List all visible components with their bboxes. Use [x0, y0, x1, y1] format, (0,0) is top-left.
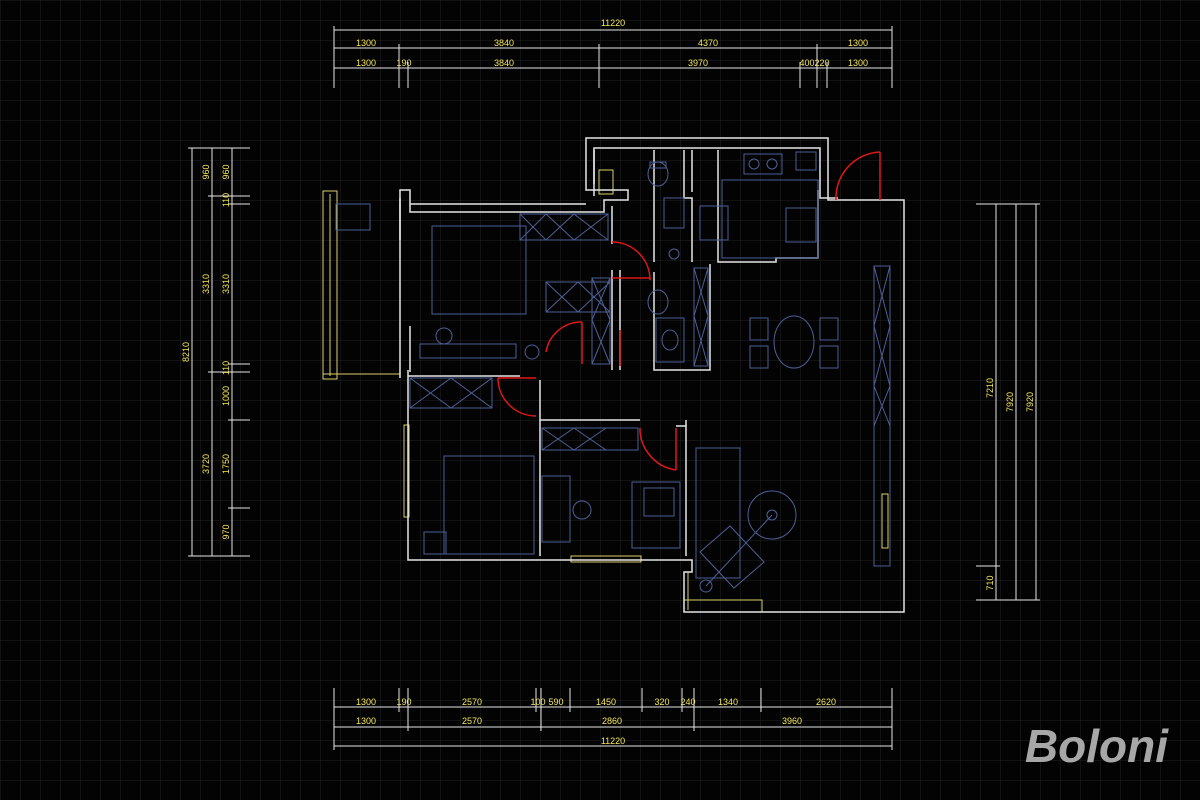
sink — [661, 329, 679, 351]
bed-second — [443, 455, 535, 555]
left-dimensions — [188, 147, 250, 557]
tv-wall-cabinet — [873, 265, 891, 567]
dining-chair — [749, 317, 769, 341]
dining-table — [773, 315, 815, 369]
bottom-dim-label: 1450 — [596, 697, 616, 707]
entry-door-swing — [835, 151, 881, 201]
toilet — [647, 289, 669, 315]
door-swing — [545, 321, 583, 353]
desk — [335, 203, 371, 231]
armchair-seat — [643, 487, 675, 517]
bottom-dim-label: 1340 — [718, 697, 738, 707]
left-total-label: 8210 — [181, 342, 191, 362]
tv-cabinet — [419, 343, 517, 359]
left-dim-label: 3310 — [201, 274, 211, 294]
left-dim-label: 960 — [221, 164, 231, 179]
dining-chair — [819, 317, 839, 341]
kitchen-sink — [785, 207, 817, 243]
bottom-dimensions — [333, 688, 893, 750]
doors — [497, 151, 881, 471]
wardrobe — [519, 213, 609, 241]
top-dim-label: 400 — [799, 58, 814, 68]
brand-watermark: Boloni — [1025, 720, 1169, 772]
nightstand — [423, 531, 447, 555]
bottom-dim-label: 3960 — [782, 716, 802, 726]
bottom-total-label: 11220 — [601, 736, 625, 746]
top-dim-label: 3840 — [494, 38, 514, 48]
bottom-dim-label: 2570 — [462, 697, 482, 707]
fridge — [699, 205, 729, 241]
top-total-label: 11220 — [601, 18, 625, 28]
floor-lamp — [699, 579, 713, 593]
kitchen-counter — [721, 179, 819, 259]
left-dim-label: 110 — [221, 361, 231, 375]
toilet-tank — [649, 161, 667, 169]
left-dim-label: 3720 — [201, 454, 211, 474]
desk-chair — [572, 500, 592, 520]
shower — [663, 197, 685, 229]
windows — [322, 169, 889, 613]
floor-drain — [668, 248, 680, 260]
bottom-dimension-labels: 1300 190 2570 100 590 1450 320 240 1340 … — [356, 697, 836, 746]
door-swing — [611, 241, 651, 281]
armchair — [631, 481, 681, 549]
walls — [399, 137, 905, 613]
left-dim-label: 3310 — [221, 274, 231, 294]
range-hood — [795, 151, 817, 171]
bottom-dim-label: 1300 — [356, 716, 376, 726]
left-dim-label: 1750 — [221, 454, 231, 474]
bookshelf — [541, 427, 639, 451]
top-dim-label: 1300 — [848, 38, 868, 48]
top-dim-label: 220 — [814, 58, 829, 68]
cooktop — [743, 153, 783, 175]
right-dim-label: 7920 — [1005, 392, 1015, 412]
bed-master — [431, 225, 527, 315]
right-dim-label: 7210 — [985, 378, 995, 398]
chaise-lounge — [699, 525, 765, 589]
left-dim-label: 960 — [201, 164, 211, 179]
study-desk — [541, 475, 571, 543]
left-dim-label: 970 — [221, 524, 231, 539]
right-dimension-labels: 7210 710 7920 7920 — [985, 378, 1035, 591]
coffee-table — [747, 490, 797, 540]
right-dim-label: 7920 — [1025, 392, 1035, 412]
sofa — [695, 447, 741, 579]
left-dim-label: 110 — [221, 193, 231, 207]
furniture — [335, 151, 891, 593]
bottom-dim-label: 240 — [680, 697, 695, 707]
top-dimensions — [333, 26, 893, 88]
top-dim-label: 1300 — [356, 38, 376, 48]
bottom-dim-label: 2570 — [462, 716, 482, 726]
bottom-dim-label: 1300 — [356, 697, 376, 707]
vanity — [655, 317, 685, 363]
bottom-dim-label: 190 — [396, 697, 411, 707]
door-swing — [639, 427, 677, 471]
bottom-dim-label: 590 — [548, 697, 563, 707]
left-dimension-labels: 8210 960 3310 3720 960 110 3310 110 1000… — [181, 164, 231, 539]
bottom-dim-label: 320 — [654, 697, 669, 707]
dining-chair — [749, 345, 769, 369]
top-dimension-labels: 11220 1300 3840 4370 1300 1300 190 3840 … — [356, 18, 868, 68]
top-dim-label: 190 — [396, 58, 411, 68]
right-dim-label: 710 — [985, 575, 995, 590]
bottom-dim-label: 2620 — [816, 697, 836, 707]
door-swing — [497, 377, 537, 417]
top-dim-label: 4370 — [698, 38, 718, 48]
top-dim-label: 3840 — [494, 58, 514, 68]
right-dimensions — [976, 203, 1040, 601]
dining-chair — [819, 345, 839, 369]
top-dim-label: 3970 — [688, 58, 708, 68]
chair — [524, 344, 540, 360]
top-dim-label: 1300 — [356, 58, 376, 68]
left-dim-label: 1000 — [221, 386, 231, 406]
bottom-dim-label: 2860 — [602, 716, 622, 726]
bottom-dim-label: 100 — [530, 697, 545, 707]
top-dim-label: 1300 — [848, 58, 868, 68]
